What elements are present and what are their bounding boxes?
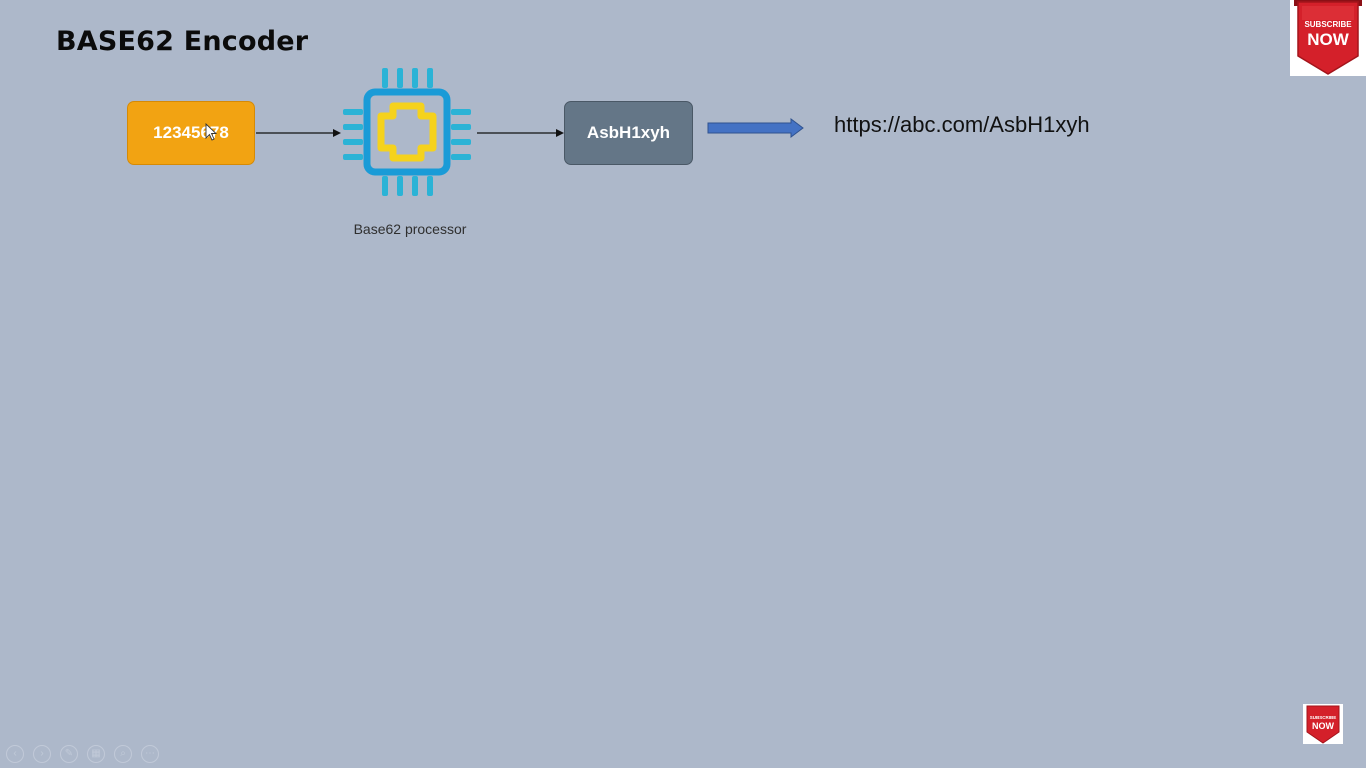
badge-line2: NOW: [1307, 30, 1350, 49]
input-number-box: 12345678: [127, 101, 255, 165]
grid-icon[interactable]: ▦: [87, 745, 105, 763]
slide-title: BASE62 Encoder: [56, 26, 309, 57]
zoom-icon[interactable]: ⌕: [114, 745, 132, 763]
subscribe-badge-small[interactable]: SUBSCRIBE NOW: [1303, 704, 1343, 744]
processor-label: Base62 processor: [353, 221, 467, 237]
encoded-output-box: AsbH1xyh: [564, 101, 693, 165]
badge-line1: SUBSCRIBE: [1304, 20, 1352, 29]
ribbon-badge-small-icon: SUBSCRIBE NOW: [1306, 705, 1340, 744]
next-icon[interactable]: ›: [33, 745, 51, 763]
pen-icon[interactable]: ✎: [60, 745, 78, 763]
subscribe-badge[interactable]: SUBSCRIBE NOW: [1290, 0, 1366, 76]
block-arrow-to-url: [707, 118, 804, 138]
short-url-text: https://abc.com/AsbH1xyh: [834, 112, 1090, 137]
arrow-chip-to-output: [477, 129, 564, 137]
badge-small-line1: SUBSCRIBE: [1310, 715, 1337, 720]
badge-small-line2: NOW: [1312, 721, 1335, 731]
chip-icon: [343, 68, 471, 196]
more-icon[interactable]: ⋯: [141, 745, 159, 763]
encoded-output-label: AsbH1xyh: [586, 123, 671, 142]
prev-icon[interactable]: ‹: [6, 745, 24, 763]
slide-toolbar: ‹ › ✎ ▦ ⌕ ⋯: [6, 745, 159, 763]
arrow-input-to-chip: [256, 129, 341, 137]
mouse-pointer-icon: [205, 123, 217, 141]
ribbon-badge-icon: SUBSCRIBE NOW: [1294, 0, 1362, 75]
input-number-label: 12345678: [153, 123, 229, 142]
